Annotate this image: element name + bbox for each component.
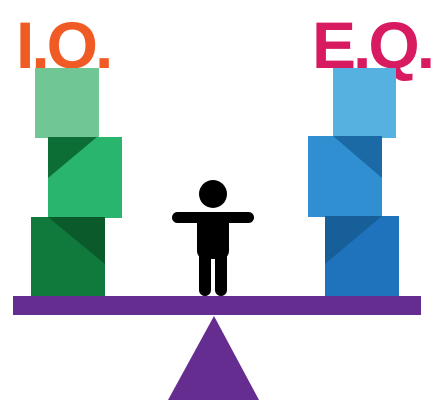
seesaw-plank bbox=[13, 296, 421, 315]
iq-block-bottom-shadow bbox=[48, 217, 105, 264]
eq-block-middle-shadow bbox=[333, 136, 382, 178]
iq-block-top bbox=[35, 68, 99, 138]
eq-block-bottom-shadow bbox=[325, 216, 382, 264]
iq-block-stack bbox=[31, 68, 122, 297]
eq-block-top bbox=[333, 68, 396, 138]
iq-block-middle-shadow bbox=[48, 137, 97, 178]
person-arms-out-icon bbox=[172, 180, 254, 296]
seesaw-fulcrum bbox=[168, 316, 259, 400]
eq-block-stack bbox=[308, 68, 399, 297]
